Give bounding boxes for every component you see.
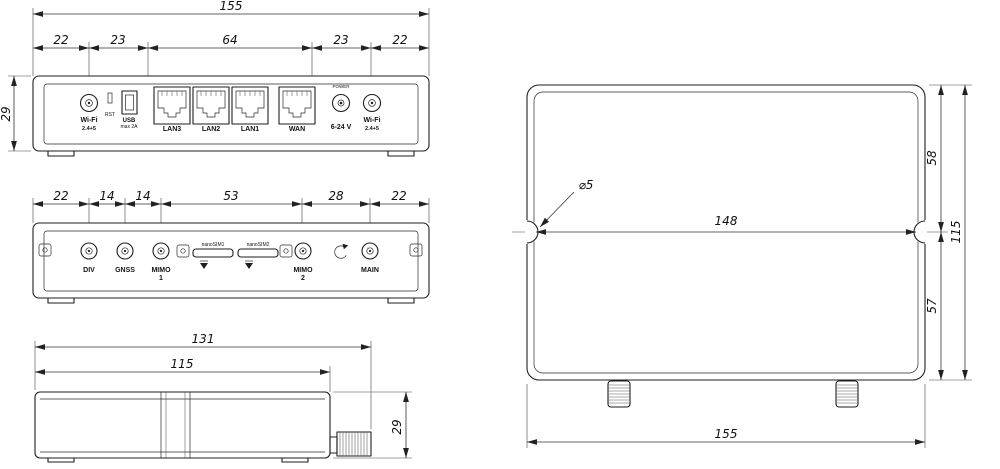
side-view: 131 115 29 — [34, 332, 412, 463]
dim-hole-diameter: ⌀5 — [539, 178, 594, 228]
dim-text-front-total: 155 — [220, 0, 243, 13]
dim-side-total: 131 — [34, 332, 372, 429]
rear-device-body — [32, 222, 430, 304]
dim-text-top-inner: 148 — [715, 214, 738, 228]
sim2-label: nanoSIM2 — [247, 242, 270, 248]
dim-front-total-width: 155 — [32, 0, 430, 76]
mimo1-antenna-connector: MIMO 1 — [151, 242, 171, 282]
dim-text-rear-seg-3: 14 — [135, 189, 150, 203]
ethernet-port-lan1: LAN1 — [231, 86, 269, 133]
side-device-body — [34, 391, 331, 463]
mimo2-antenna-connector: MIMO 2 — [293, 242, 313, 282]
div-antenna-connector: DIV — [80, 242, 98, 274]
mimo1-label: MIMO — [151, 267, 171, 274]
ethernet-port-lan3: LAN3 — [153, 86, 191, 133]
front-panel-view: 155 22 23 64 23 22 29 — [0, 0, 430, 157]
wifi-connector-left: Wi-Fi 2.4+5 — [79, 93, 99, 132]
dim-top-right-side: 58 57 115 — [925, 84, 972, 381]
wifi-right-label: Wi-Fi — [363, 117, 380, 124]
mimo2-number: 2 — [301, 275, 305, 282]
power-voltage-label: 6-24 V — [331, 124, 352, 131]
wifi-left-sublabel: 2.4+5 — [82, 126, 96, 132]
usb-port: USB max 2A — [121, 90, 139, 130]
front-foot-right — [387, 150, 415, 157]
dim-text-top-lower: 57 — [925, 298, 939, 314]
gnss-label: GNSS — [115, 267, 135, 274]
wifi-left-label: Wi-Fi — [80, 117, 97, 124]
panel-icon-left — [38, 243, 52, 257]
mimo1-number: 1 — [159, 275, 163, 282]
power-jack: POWER 6-24 V — [331, 84, 352, 131]
reset-label: RST — [105, 112, 115, 118]
panel-icon-right — [409, 243, 423, 257]
dim-text-front-height: 29 — [0, 106, 13, 121]
dim-front-segments: 22 23 64 23 22 — [33, 33, 429, 76]
eject-icon-1 — [200, 260, 208, 269]
main-antenna-connector: MAIN — [361, 242, 379, 274]
usb-sublabel: max 2A — [121, 124, 139, 130]
antenna-screw-left — [607, 380, 631, 408]
usb-label: USB — [123, 118, 136, 124]
dim-text-front-seg-5: 22 — [392, 33, 407, 47]
top-device-body — [512, 84, 948, 381]
dim-text-side-body: 115 — [171, 357, 194, 371]
torque-icon-1 — [176, 244, 190, 258]
dim-top-inner-width: 148 — [536, 214, 916, 235]
dim-text-top-upper: 58 — [925, 150, 939, 166]
ethernet-port-wan: WAN — [278, 86, 316, 133]
dim-text-rear-seg-6: 22 — [391, 189, 406, 203]
sim-slot-2: nanoSIM2 — [237, 242, 279, 269]
rear-panel-view: 22 14 14 53 28 22 DIV GNSS — [32, 189, 430, 304]
top-view: ⌀5 148 58 57 115 155 — [512, 84, 972, 448]
dim-side-height: 29 — [333, 391, 412, 459]
reset-button: RST — [105, 92, 115, 118]
eth-port-label-lan2: LAN2 — [202, 126, 220, 133]
reboot-icon — [334, 243, 349, 259]
side-foot-right — [281, 457, 309, 463]
eject-icon-2 — [245, 260, 253, 269]
antenna-screw-right — [835, 380, 859, 408]
div-label: DIV — [83, 267, 95, 274]
side-foot-left — [47, 457, 75, 463]
main-label: MAIN — [361, 267, 379, 274]
front-foot-left — [47, 150, 75, 157]
dim-text-rear-seg-1: 22 — [53, 189, 68, 203]
torque-icon-2 — [279, 244, 293, 258]
dim-text-top-bottom: 155 — [715, 427, 738, 441]
eth-port-label-lan1: LAN1 — [241, 126, 259, 133]
dim-text-rear-seg-2: 14 — [99, 189, 114, 203]
ethernet-port-lan2: LAN2 — [192, 86, 230, 133]
side-antenna-connector — [329, 431, 372, 457]
gnss-antenna-connector: GNSS — [115, 242, 135, 274]
dim-text-front-seg-2: 23 — [110, 33, 125, 47]
rear-foot-left — [47, 297, 75, 304]
dim-text-front-seg-1: 22 — [53, 33, 68, 47]
dim-text-side-total: 131 — [192, 332, 215, 346]
dim-side-body: 115 — [35, 357, 331, 392]
dim-text-front-seg-4: 23 — [333, 33, 348, 47]
wifi-right-sublabel: 2.4+5 — [365, 126, 379, 132]
dim-text-rear-seg-5: 28 — [328, 189, 344, 203]
sim-slot-1: nanoSIM1 — [192, 242, 234, 269]
dim-rear-segments: 22 14 14 53 28 22 — [32, 189, 430, 223]
power-label: POWER — [332, 84, 350, 89]
eth-port-label-lan3: LAN3 — [163, 126, 181, 133]
dim-front-height: 29 — [0, 75, 31, 152]
dim-top-bottom-width: 155 — [526, 384, 926, 448]
mimo2-label: MIMO — [293, 267, 313, 274]
dim-text-rear-seg-4: 53 — [223, 189, 238, 203]
dim-text-side-height: 29 — [390, 419, 404, 434]
rear-foot-right — [387, 297, 415, 304]
dim-text-hole-diameter: ⌀5 — [579, 178, 594, 192]
sim1-label: nanoSIM1 — [202, 242, 225, 248]
front-device-body — [32, 75, 430, 157]
dim-text-top-side-total: 115 — [949, 221, 963, 244]
dim-text-front-seg-3: 64 — [222, 33, 237, 47]
eth-port-label-wan: WAN — [289, 126, 305, 133]
wifi-connector-right: Wi-Fi 2.4+5 — [362, 93, 382, 132]
